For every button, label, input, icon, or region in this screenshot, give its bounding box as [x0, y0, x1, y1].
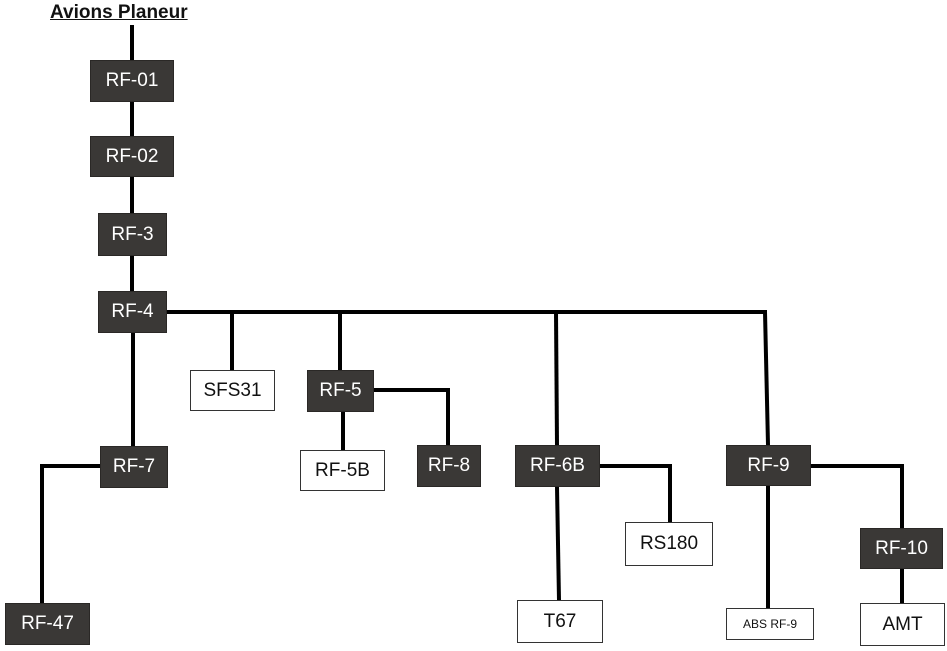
- edge-rf6b-rs180: [600, 464, 672, 522]
- node-absrf9: ABS RF-9: [726, 608, 814, 640]
- edge-rf4-rf6b: [554, 311, 559, 446]
- node-rf4: RF-4: [98, 291, 167, 333]
- node-rf02: RF-02: [90, 136, 174, 177]
- node-rf10: RF-10: [860, 528, 943, 569]
- edge-rf9-rf10: [811, 464, 904, 528]
- node-t67: T67: [517, 600, 603, 643]
- node-rs180: RS180: [625, 522, 713, 566]
- edge-rf4-rf9: [763, 311, 770, 446]
- node-rf6b: RF-6B: [515, 445, 600, 487]
- edge-rf7-rf47: [40, 464, 100, 603]
- node-rf01: RF-01: [90, 60, 174, 102]
- node-rf8: RF-8: [417, 445, 481, 487]
- edge-rf5-rf8: [374, 388, 450, 445]
- node-rf5b: RF-5B: [300, 450, 385, 491]
- edge-rf6b-t67: [555, 486, 561, 601]
- diagram-title: Avions Planeur: [50, 2, 188, 23]
- node-rf3: RF-3: [98, 213, 167, 256]
- node-sfs31: SFS31: [190, 370, 275, 411]
- node-amt: AMT: [860, 603, 945, 646]
- node-rf47: RF-47: [5, 603, 90, 645]
- node-rf5: RF-5: [307, 370, 374, 412]
- node-rf9: RF-9: [726, 445, 811, 486]
- node-rf7: RF-7: [100, 446, 168, 488]
